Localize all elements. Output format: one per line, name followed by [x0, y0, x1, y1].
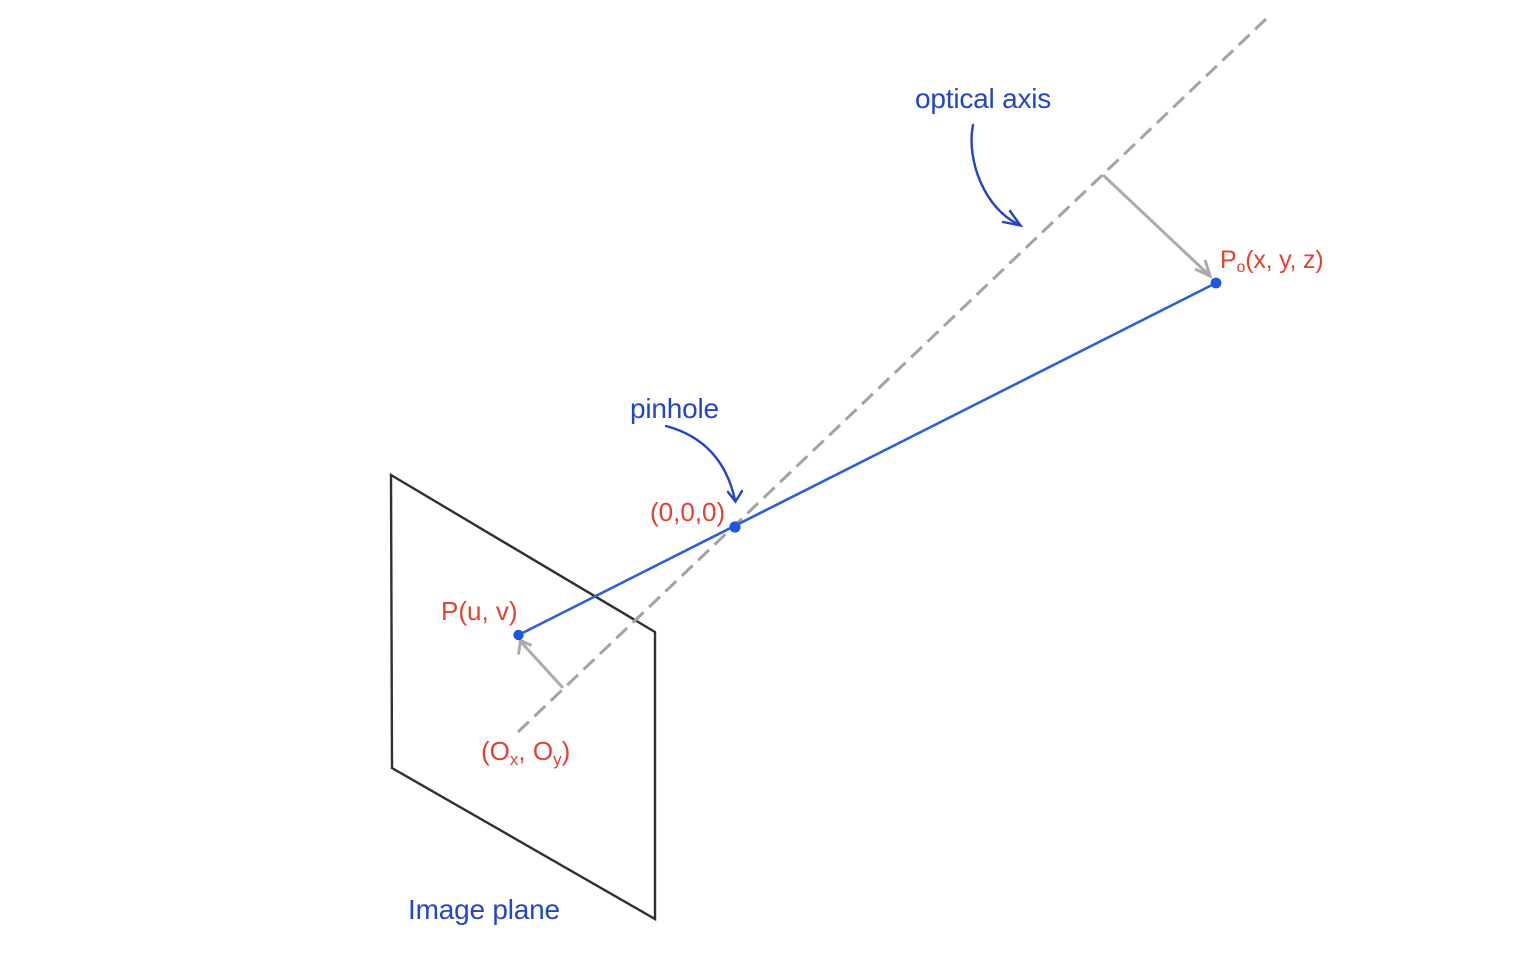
svg-text:Po(x, y, z): Po(x, y, z) — [1220, 246, 1323, 276]
svg-text:pinhole: pinhole — [630, 393, 719, 424]
svg-text:Image plane: Image plane — [408, 894, 560, 925]
svg-text:(0,0,0): (0,0,0) — [650, 497, 725, 527]
svg-text:P(u, v): P(u, v) — [441, 596, 518, 626]
svg-text:optical axis: optical axis — [915, 83, 1051, 114]
svg-text:(Ox, Oy): (Ox, Oy) — [481, 736, 570, 769]
